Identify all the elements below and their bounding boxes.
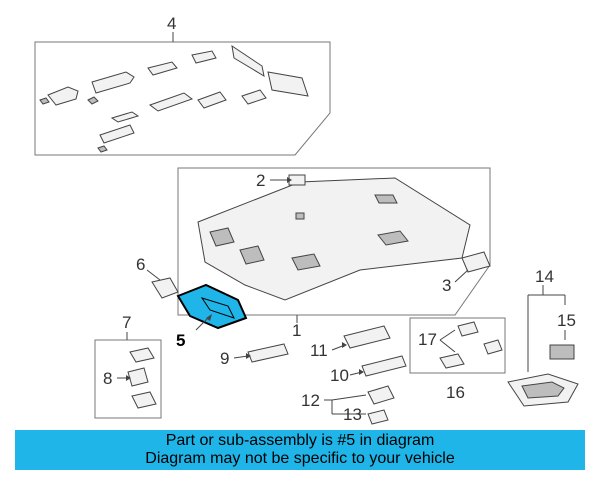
part-group-16: 16 17 (409, 317, 506, 402)
callout-11: 11 (310, 341, 328, 360)
part-5-highlighted[interactable]: 5 (176, 283, 248, 350)
group-4-frame (34, 41, 331, 156)
info-banner: Part or sub-assembly is #5 in diagram Di… (15, 430, 585, 470)
part-group-14: 14 15 (507, 267, 579, 407)
part-group-4: 4 (34, 14, 331, 156)
callout-17: 17 (418, 330, 437, 349)
part-11: 11 (310, 325, 391, 360)
callout-7: 7 (122, 313, 131, 332)
callout-4: 4 (167, 14, 176, 33)
callout-14: 14 (535, 267, 554, 286)
callout-2: 2 (256, 171, 265, 190)
banner-line-1: Part or sub-assembly is #5 in diagram (165, 432, 435, 449)
part-12-13: 12 13 (301, 385, 395, 425)
group-16-frame (409, 317, 506, 374)
banner-line-2: Diagram may not be specific to your vehi… (145, 450, 455, 467)
sun-visor-5[interactable] (176, 283, 248, 330)
part-10: 10 (330, 355, 407, 385)
callout-16: 16 (446, 383, 465, 402)
part-6: 6 (136, 255, 179, 299)
part-group-1: 1 2 (177, 167, 491, 340)
part-9: 9 (220, 343, 289, 368)
group-7-frame (94, 339, 162, 419)
headliner-panel (197, 177, 471, 301)
part-3: 3 (442, 251, 491, 295)
callout-15: 15 (557, 311, 576, 330)
callout-3: 3 (442, 276, 451, 295)
parts-diagram: 4 1 (34, 14, 579, 425)
callout-12: 12 (301, 391, 320, 410)
fastener-clips (39, 44, 309, 153)
part-group-7: 7 8 (94, 313, 162, 419)
callout-5: 5 (176, 331, 185, 350)
group-1-frame (177, 167, 491, 316)
callout-10: 10 (330, 366, 349, 385)
callout-9: 9 (220, 349, 229, 368)
callout-1: 1 (292, 321, 301, 340)
callout-13: 13 (343, 405, 362, 424)
callout-8: 8 (103, 369, 112, 388)
callout-6: 6 (136, 255, 145, 274)
